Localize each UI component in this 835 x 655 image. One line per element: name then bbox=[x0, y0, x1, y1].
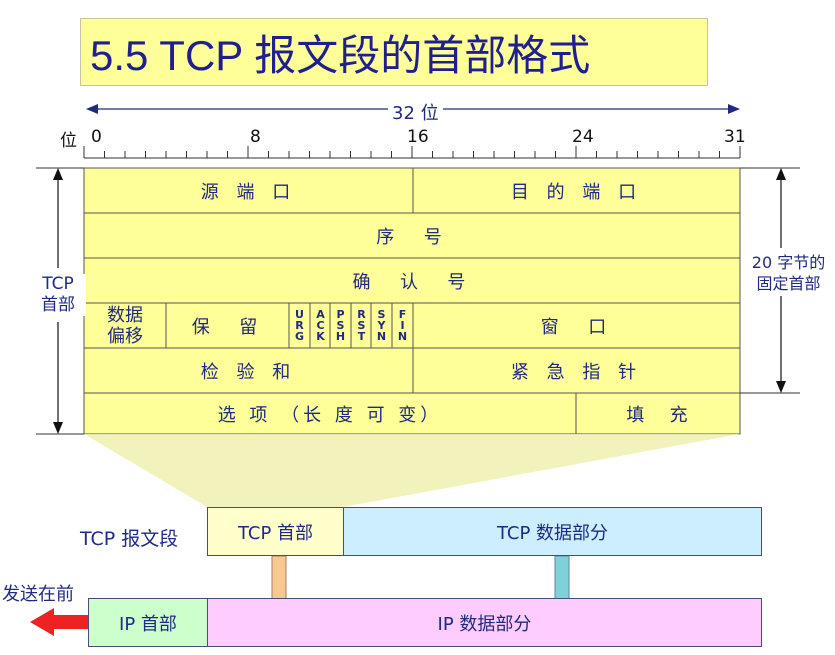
tcp-header-label: TCP 首部 bbox=[30, 274, 86, 316]
send-direction-arrow bbox=[30, 608, 88, 636]
bit-axis-label: 位 bbox=[60, 131, 77, 151]
bit-ruler bbox=[83, 146, 741, 159]
segment-label: TCP 报文段 bbox=[80, 528, 179, 550]
tick-label: 31 bbox=[724, 127, 746, 147]
table-grid bbox=[84, 168, 740, 434]
destination-port-field: 目 的 端 口 bbox=[510, 181, 643, 203]
tcp-data-segment: TCP 数据部分 bbox=[343, 507, 762, 556]
ip-header-segment: IP 首部 bbox=[88, 598, 208, 647]
window-field: 窗 口 bbox=[540, 316, 613, 338]
checksum-field: 检 验 和 bbox=[200, 361, 297, 383]
fixed-header-size-arrow bbox=[740, 167, 800, 394]
tcp-header-size-arrow bbox=[36, 167, 84, 435]
source-port-field: 源 端 口 bbox=[200, 181, 297, 203]
tick-label: 24 bbox=[572, 127, 594, 147]
tick-label: 16 bbox=[407, 127, 429, 147]
tcp-header-table bbox=[83, 167, 741, 435]
title-banner bbox=[80, 18, 708, 86]
ack-number-field: 确 认 号 bbox=[352, 271, 472, 293]
tick-label: 8 bbox=[250, 127, 261, 147]
options-field: 选 项 （长 度 可 变） bbox=[217, 404, 443, 426]
span-label: 32 位 bbox=[388, 99, 443, 125]
reserved-field: 保 留 bbox=[191, 316, 264, 338]
urgent-pointer-field: 紧 急 指 针 bbox=[510, 361, 643, 383]
data-offset-field: 数据 偏移 bbox=[107, 304, 143, 347]
send-first-label: 发送在前 bbox=[2, 584, 74, 605]
page-title: 5.5 TCP 报文段的首部格式 bbox=[90, 32, 591, 79]
ip-data-segment: IP 数据部分 bbox=[207, 598, 762, 647]
sequence-number-field: 序 号 bbox=[376, 226, 448, 248]
header-projection bbox=[84, 434, 740, 507]
fixed-header-label: 20 字节的 固定首部 bbox=[742, 252, 835, 294]
tick-label: 0 bbox=[91, 127, 102, 147]
tcp-header-segment: TCP 首部 bbox=[207, 507, 344, 556]
padding-field: 填 充 bbox=[626, 404, 690, 426]
